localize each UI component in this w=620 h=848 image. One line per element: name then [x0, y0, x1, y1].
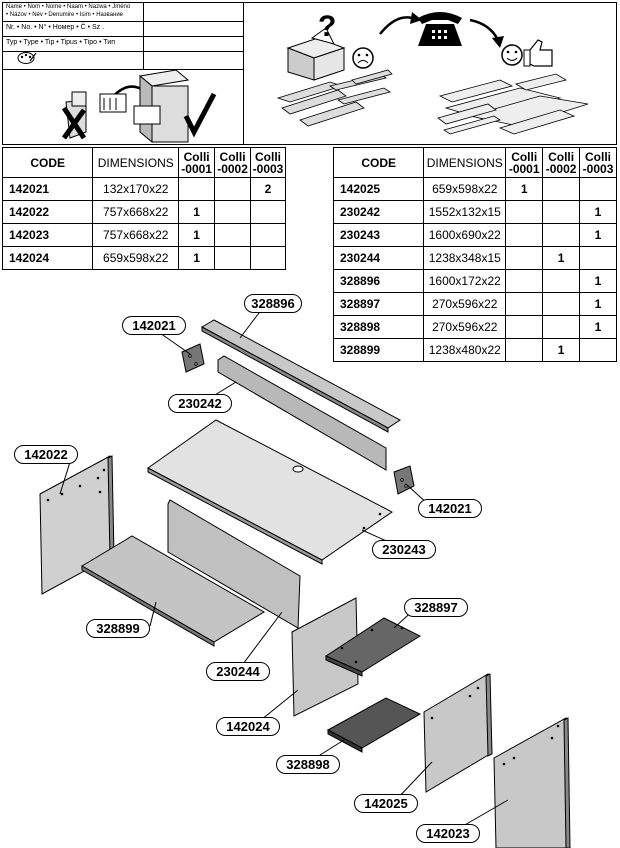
- col-colli-3: Colli-0003: [579, 147, 617, 178]
- header-row-line: [3, 69, 243, 70]
- qty-cell: [505, 223, 544, 247]
- label-142021-right: 142021: [418, 499, 482, 518]
- parts-table-left: CODE DIMENSIONS Colli-0001 Colli-0002 Co…: [1, 147, 286, 270]
- qty-cell: 1: [579, 200, 617, 224]
- code-cell: 328896: [332, 269, 425, 293]
- panel-230242: [217, 355, 387, 471]
- question-icon: ?: [318, 10, 336, 43]
- dim-cell: 1600x172x22: [423, 269, 507, 293]
- file-cabinet: [99, 69, 190, 144]
- dim-cell: 1238x348x15: [423, 246, 507, 270]
- qty-cell: 1: [542, 246, 581, 270]
- parts-table-right: CODE DIMENSIONS Colli-0001 Colli-0002 Co…: [332, 147, 617, 362]
- dim-cell: 659x598x22: [92, 246, 180, 270]
- qty-cell: 1: [579, 292, 617, 316]
- col-code: CODE: [332, 147, 425, 178]
- header-divider: [243, 3, 244, 144]
- palette-icon: [17, 52, 37, 64]
- damaged-box: [286, 27, 346, 81]
- qty-cell: [250, 246, 286, 270]
- label-328896: 328896: [244, 294, 302, 313]
- qty-cell: [579, 338, 617, 362]
- code-cell: 230243: [332, 223, 425, 247]
- panel-230244: [167, 499, 301, 629]
- number-label: Nr. • No. • N° • Номер • Č • Sz .: [6, 24, 105, 31]
- panel-142021-left: [181, 343, 205, 373]
- qty-cell: [505, 338, 544, 362]
- happy-face-icon: [501, 44, 523, 66]
- code-cell: 142024: [1, 246, 94, 270]
- dim-cell: 1552x132x15: [423, 200, 507, 224]
- header-row-line: [3, 21, 243, 22]
- panel-142025: [423, 673, 491, 793]
- qty-cell: 1: [579, 223, 617, 247]
- label-328897: 328897: [404, 598, 468, 617]
- dim-cell: 757x668x22: [92, 200, 180, 224]
- dim-cell: 1238x480x22: [423, 338, 507, 362]
- col-code: CODE: [1, 147, 94, 178]
- label-328898: 328898: [276, 755, 340, 774]
- code-cell: 328897: [332, 292, 425, 316]
- code-cell: 328899: [332, 338, 425, 362]
- qty-cell: 1: [579, 269, 617, 293]
- dim-cell: 659x598x22: [423, 177, 507, 201]
- telephone-icon: [418, 12, 462, 46]
- code-cell: 142023: [1, 223, 94, 247]
- col-colli-2: Colli-0002: [542, 147, 581, 178]
- header-box: Name • Nom • Nome • Naam • Nazwa • Jméno…: [2, 2, 617, 145]
- thumbs-up-icon: [523, 39, 553, 67]
- label-142024: 142024: [216, 717, 280, 736]
- sad-face-icon: [352, 47, 374, 69]
- col-colli-2: Colli-0002: [214, 147, 252, 178]
- label-142022: 142022: [14, 445, 78, 464]
- qty-cell: [542, 200, 581, 224]
- panel-142021-right: [393, 465, 415, 495]
- header-row-line: [3, 36, 243, 37]
- qty-cell: 1: [178, 246, 216, 270]
- code-cell: 142025: [332, 177, 425, 201]
- checkmark-icon: [183, 92, 217, 138]
- label-142025: 142025: [354, 794, 418, 813]
- cross-icon: [61, 91, 87, 140]
- name-label: Name • Nom • Nome • Naam • Nazwa • Jméno: [6, 4, 131, 10]
- code-cell: 142022: [1, 200, 94, 224]
- label-230243: 230243: [372, 540, 436, 559]
- panel-142023: [493, 717, 569, 848]
- label-142023: 142023: [416, 824, 480, 843]
- qty-cell: [250, 200, 286, 224]
- label-230242: 230242: [168, 394, 232, 413]
- name-label-2: • Názov • Név • Denumire • Isim • Назван…: [6, 12, 124, 18]
- table-header-row: CODE DIMENSIONS Colli-0001 Colli-0002 Co…: [332, 147, 617, 178]
- qty-cell: [214, 246, 252, 270]
- panel-142024: [291, 597, 359, 717]
- label-142021: 142021: [122, 316, 186, 335]
- type-label: Typ • Type • Tip • Tipus • Tipo • Тип: [6, 39, 116, 46]
- col-colli-3: Colli-0003: [250, 147, 286, 178]
- label-230244: 230244: [206, 662, 270, 681]
- label-328899: 328899: [86, 619, 150, 638]
- header-row-line: [3, 51, 243, 52]
- dim-cell: 270x596x22: [423, 292, 507, 316]
- dim-cell: 757x668x22: [92, 223, 180, 247]
